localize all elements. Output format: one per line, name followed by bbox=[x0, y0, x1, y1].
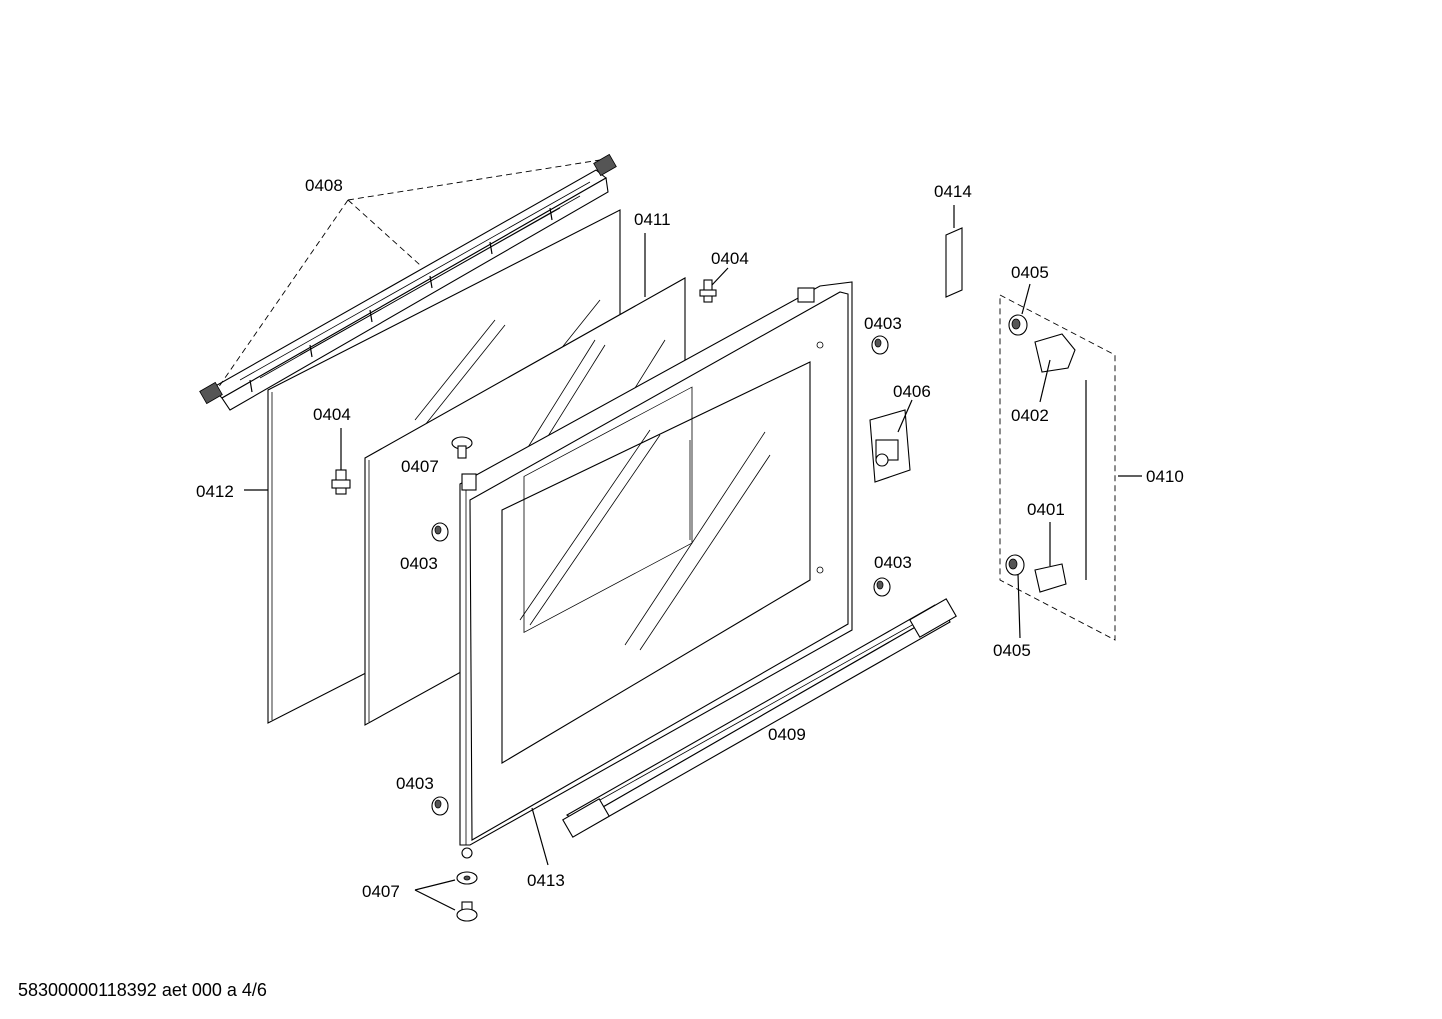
top-rail-0408 bbox=[199, 153, 617, 411]
leader-0407-lower bbox=[414, 879, 456, 911]
switch-0402 bbox=[1034, 333, 1076, 403]
pin-0407-upper bbox=[451, 436, 473, 459]
bottom-rail-0409 bbox=[562, 598, 957, 838]
label-0413: 0413 bbox=[527, 871, 565, 890]
label-0402: 0402 bbox=[1011, 406, 1049, 425]
knob-0405-top bbox=[1008, 283, 1031, 336]
label-0404-lower: 0404 bbox=[313, 405, 351, 424]
hinge-bracket-0406 bbox=[869, 399, 913, 483]
label-0410: 0410 bbox=[1146, 467, 1184, 486]
label-0409: 0409 bbox=[768, 725, 806, 744]
label-0403-mid-right: 0403 bbox=[874, 553, 912, 572]
knob-0405-bottom bbox=[1005, 554, 1025, 639]
bumper-0403-top-right bbox=[871, 335, 889, 355]
label-0407-lower: 0407 bbox=[362, 882, 400, 901]
label-0401: 0401 bbox=[1027, 500, 1065, 519]
drawing-reference-footer: 58300000118392 aet 000 a 4/6 bbox=[18, 980, 267, 1000]
door-frame-0413 bbox=[459, 281, 853, 866]
label-0414: 0414 bbox=[934, 182, 972, 201]
label-0405-bottom: 0405 bbox=[993, 641, 1031, 660]
clip-0404-lower bbox=[331, 428, 351, 495]
leader-0408 bbox=[217, 159, 601, 389]
clip-0404-upper bbox=[699, 267, 729, 303]
pin-0407-lower bbox=[456, 901, 478, 922]
label-0404-upper: 0404 bbox=[711, 249, 749, 268]
label-0411: 0411 bbox=[634, 210, 671, 229]
label-0408: 0408 bbox=[305, 176, 343, 195]
washer-0407 bbox=[456, 871, 478, 885]
strip-0414 bbox=[945, 205, 963, 298]
label-0407-upper: 0407 bbox=[401, 457, 439, 476]
label-0406: 0406 bbox=[893, 382, 931, 401]
bumper-0403-mid-right bbox=[873, 577, 891, 597]
label-0403-bottom-left: 0403 bbox=[396, 774, 434, 793]
label-0412: 0412 bbox=[196, 482, 234, 501]
label-0403-top-right: 0403 bbox=[864, 314, 902, 333]
label-0403-mid-left: 0403 bbox=[400, 554, 438, 573]
panel-0410 bbox=[999, 294, 1142, 641]
bumper-0403-bottom-left bbox=[431, 796, 449, 816]
switch-0401 bbox=[1034, 522, 1067, 593]
label-0405-top: 0405 bbox=[1011, 263, 1049, 282]
bumper-0403-mid-left bbox=[431, 522, 449, 542]
